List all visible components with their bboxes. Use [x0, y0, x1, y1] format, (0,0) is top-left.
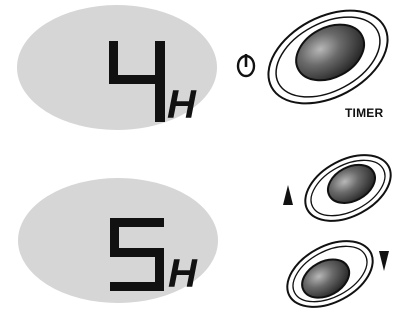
- timer-button[interactable]: [258, 8, 397, 106]
- timer-label: TIMER: [345, 106, 383, 120]
- down-button[interactable]: [280, 238, 380, 310]
- unit-hour-label-top: H: [167, 85, 196, 125]
- lcd-display-top: H: [17, 5, 217, 130]
- power-icon: [234, 51, 258, 79]
- triangle-down-icon: [378, 251, 390, 273]
- unit-hour-label-bottom: H: [168, 254, 197, 294]
- triangle-up-icon: [282, 185, 294, 207]
- lcd-display-bottom: H: [18, 178, 218, 303]
- up-button[interactable]: [298, 153, 397, 223]
